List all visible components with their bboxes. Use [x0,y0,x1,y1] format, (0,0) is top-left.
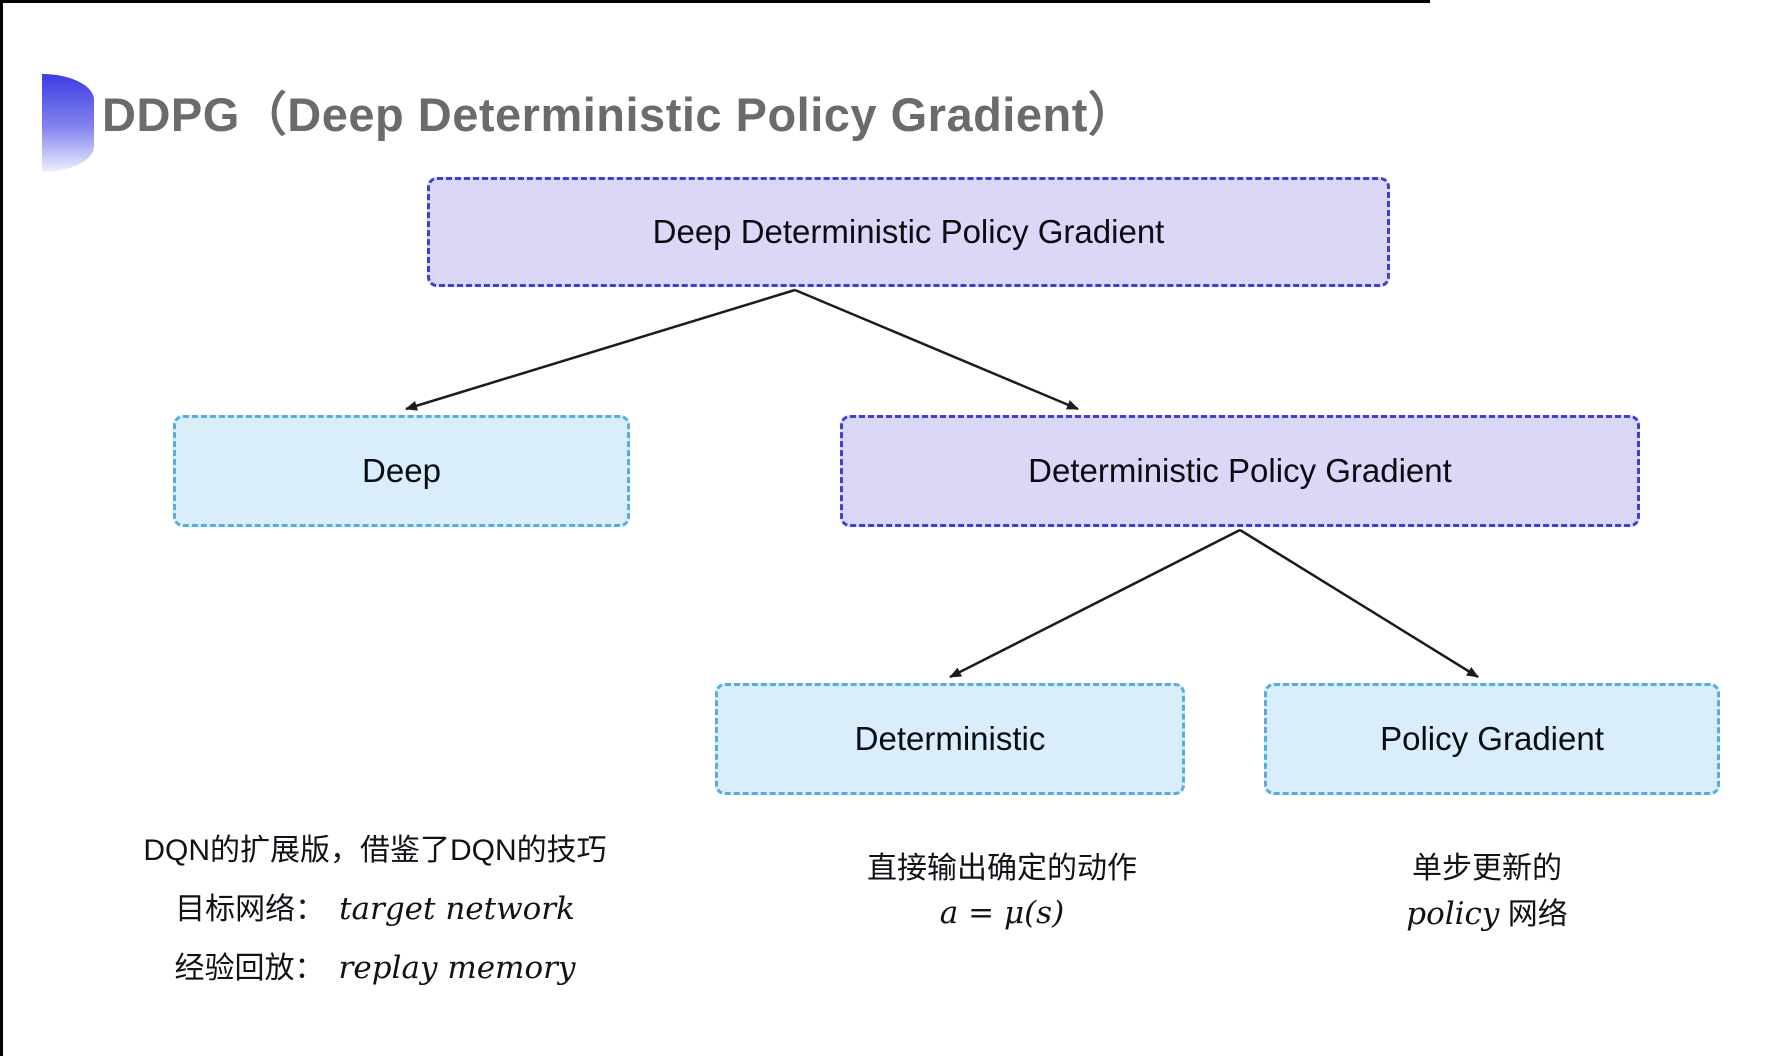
note-deep-line1: DQN的扩展版，借鉴了DQN的技巧 [143,834,607,867]
edge-dpg-to-deterministic [949,528,1241,679]
tree-node-policy-gradient: Policy Gradient [1264,683,1720,795]
tree-node-root-label: Deep Deterministic Policy Gradient [652,213,1165,250]
edge-dpg-to-policy-gradient [1239,528,1479,679]
page-title: DDPG（Deep Deterministic Policy Gradient） [102,88,1136,141]
note-deep-block: DQN的扩展版，借鉴了DQN的技巧 目标网络： target network 经验… [95,831,655,1007]
note-deep-replay-value: replay memory [338,950,576,986]
window-left-edge-line [0,0,3,1056]
edge-root-to-deep [405,288,796,411]
edge-root-to-dpg [794,288,1079,411]
note-deterministic-block: 直接输出确定的动作 a = μ(s) [800,849,1204,931]
tree-node-policy-gradient-label: Policy Gradient [1380,720,1604,757]
title-bullet-semicircle-icon [42,74,94,172]
tree-node-dpg-label: Deterministic Policy Gradient [1028,452,1452,489]
note-deep-target-label: 目标网络： [175,893,326,926]
note-deep-line2: 目标网络： target network [95,889,655,930]
window-top-edge-line [0,0,1430,3]
note-deterministic-line1: 直接输出确定的动作 [867,852,1137,885]
tree-node-deterministic: Deterministic [715,683,1185,795]
formula-text: a = μ(s) [939,895,1065,931]
tree-node-deterministic-label: Deterministic [854,720,1046,757]
tree-node-deep-label: Deep [362,452,441,489]
note-deep-target-value: target network [339,891,575,927]
note-policy-gradient-line1: 单步更新的 [1412,852,1562,885]
note-deep-line3: 经验回放： replay memory [95,948,655,989]
note-policy-word-suffix: 网络 [1499,898,1568,931]
tree-node-deep: Deep [173,415,630,527]
tree-node-root: Deep Deterministic Policy Gradient [427,177,1390,287]
note-policy-gradient-line2: policy 网络 [1285,895,1689,935]
note-policy-gradient-block: 单步更新的 policy 网络 [1285,849,1689,935]
note-deep-replay-label: 经验回放： [174,952,325,985]
tree-node-deterministic-policy-gradient: Deterministic Policy Gradient [840,415,1640,527]
note-deterministic-formula: a = μ(s) [800,895,1204,931]
note-policy-word-italic: policy [1406,896,1500,932]
